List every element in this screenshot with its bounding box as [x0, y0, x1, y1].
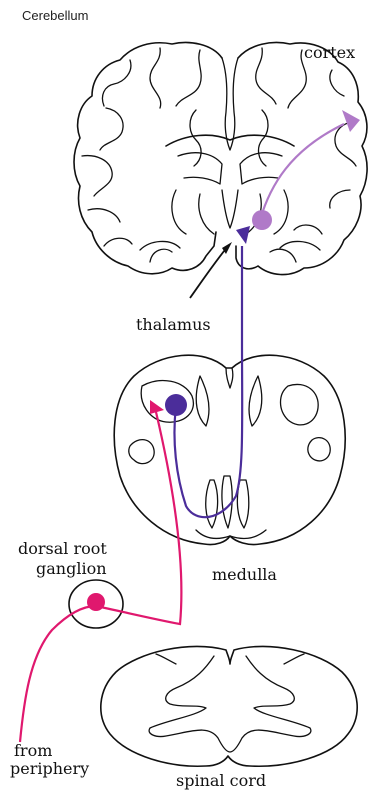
- medulla-section: [114, 355, 345, 544]
- thalamocortical-axon: [260, 124, 344, 220]
- medulla-synapse-terminal: [150, 400, 164, 414]
- label-thalamus: thalamus: [136, 316, 211, 334]
- lateral-ventricles: [178, 153, 282, 184]
- left-gyri: [82, 48, 201, 262]
- medulla-right-nucleus: [281, 384, 319, 424]
- label-periphery: periphery: [10, 760, 89, 778]
- medulla-dorsal-notch: [226, 368, 233, 388]
- label-cortex: cortex: [304, 44, 355, 62]
- medulla-pyramids: [206, 476, 249, 528]
- thalamus-synapse-terminal: [236, 226, 250, 244]
- cortex-synapse-terminal: [342, 110, 360, 132]
- ganglion-cell-body: [87, 593, 105, 611]
- spinal-grey-matter: [149, 656, 311, 752]
- label-medulla: medulla: [212, 566, 277, 584]
- central-axon: [96, 412, 181, 624]
- thalamus-cell-body: [252, 210, 272, 230]
- label-spinal-cord: spinal cord: [176, 772, 266, 790]
- label-ganglion: ganglion: [36, 560, 107, 578]
- spinal-cord-outline: [101, 646, 357, 766]
- longitudinal-fissure: [222, 58, 238, 150]
- right-gyri: [256, 48, 356, 262]
- label-dorsal-root: dorsal root: [18, 540, 107, 558]
- label-from: from: [14, 742, 52, 760]
- right-olive: [308, 438, 330, 461]
- brain-section: [74, 43, 367, 275]
- medulla-cell-body: [165, 394, 187, 416]
- thalamus-region: [222, 190, 238, 228]
- left-olive: [129, 440, 154, 464]
- medulla-outline: [114, 355, 345, 544]
- pointer-line: [190, 246, 228, 298]
- spinal-cord-section: [101, 646, 357, 766]
- corpus-callosum: [166, 135, 294, 146]
